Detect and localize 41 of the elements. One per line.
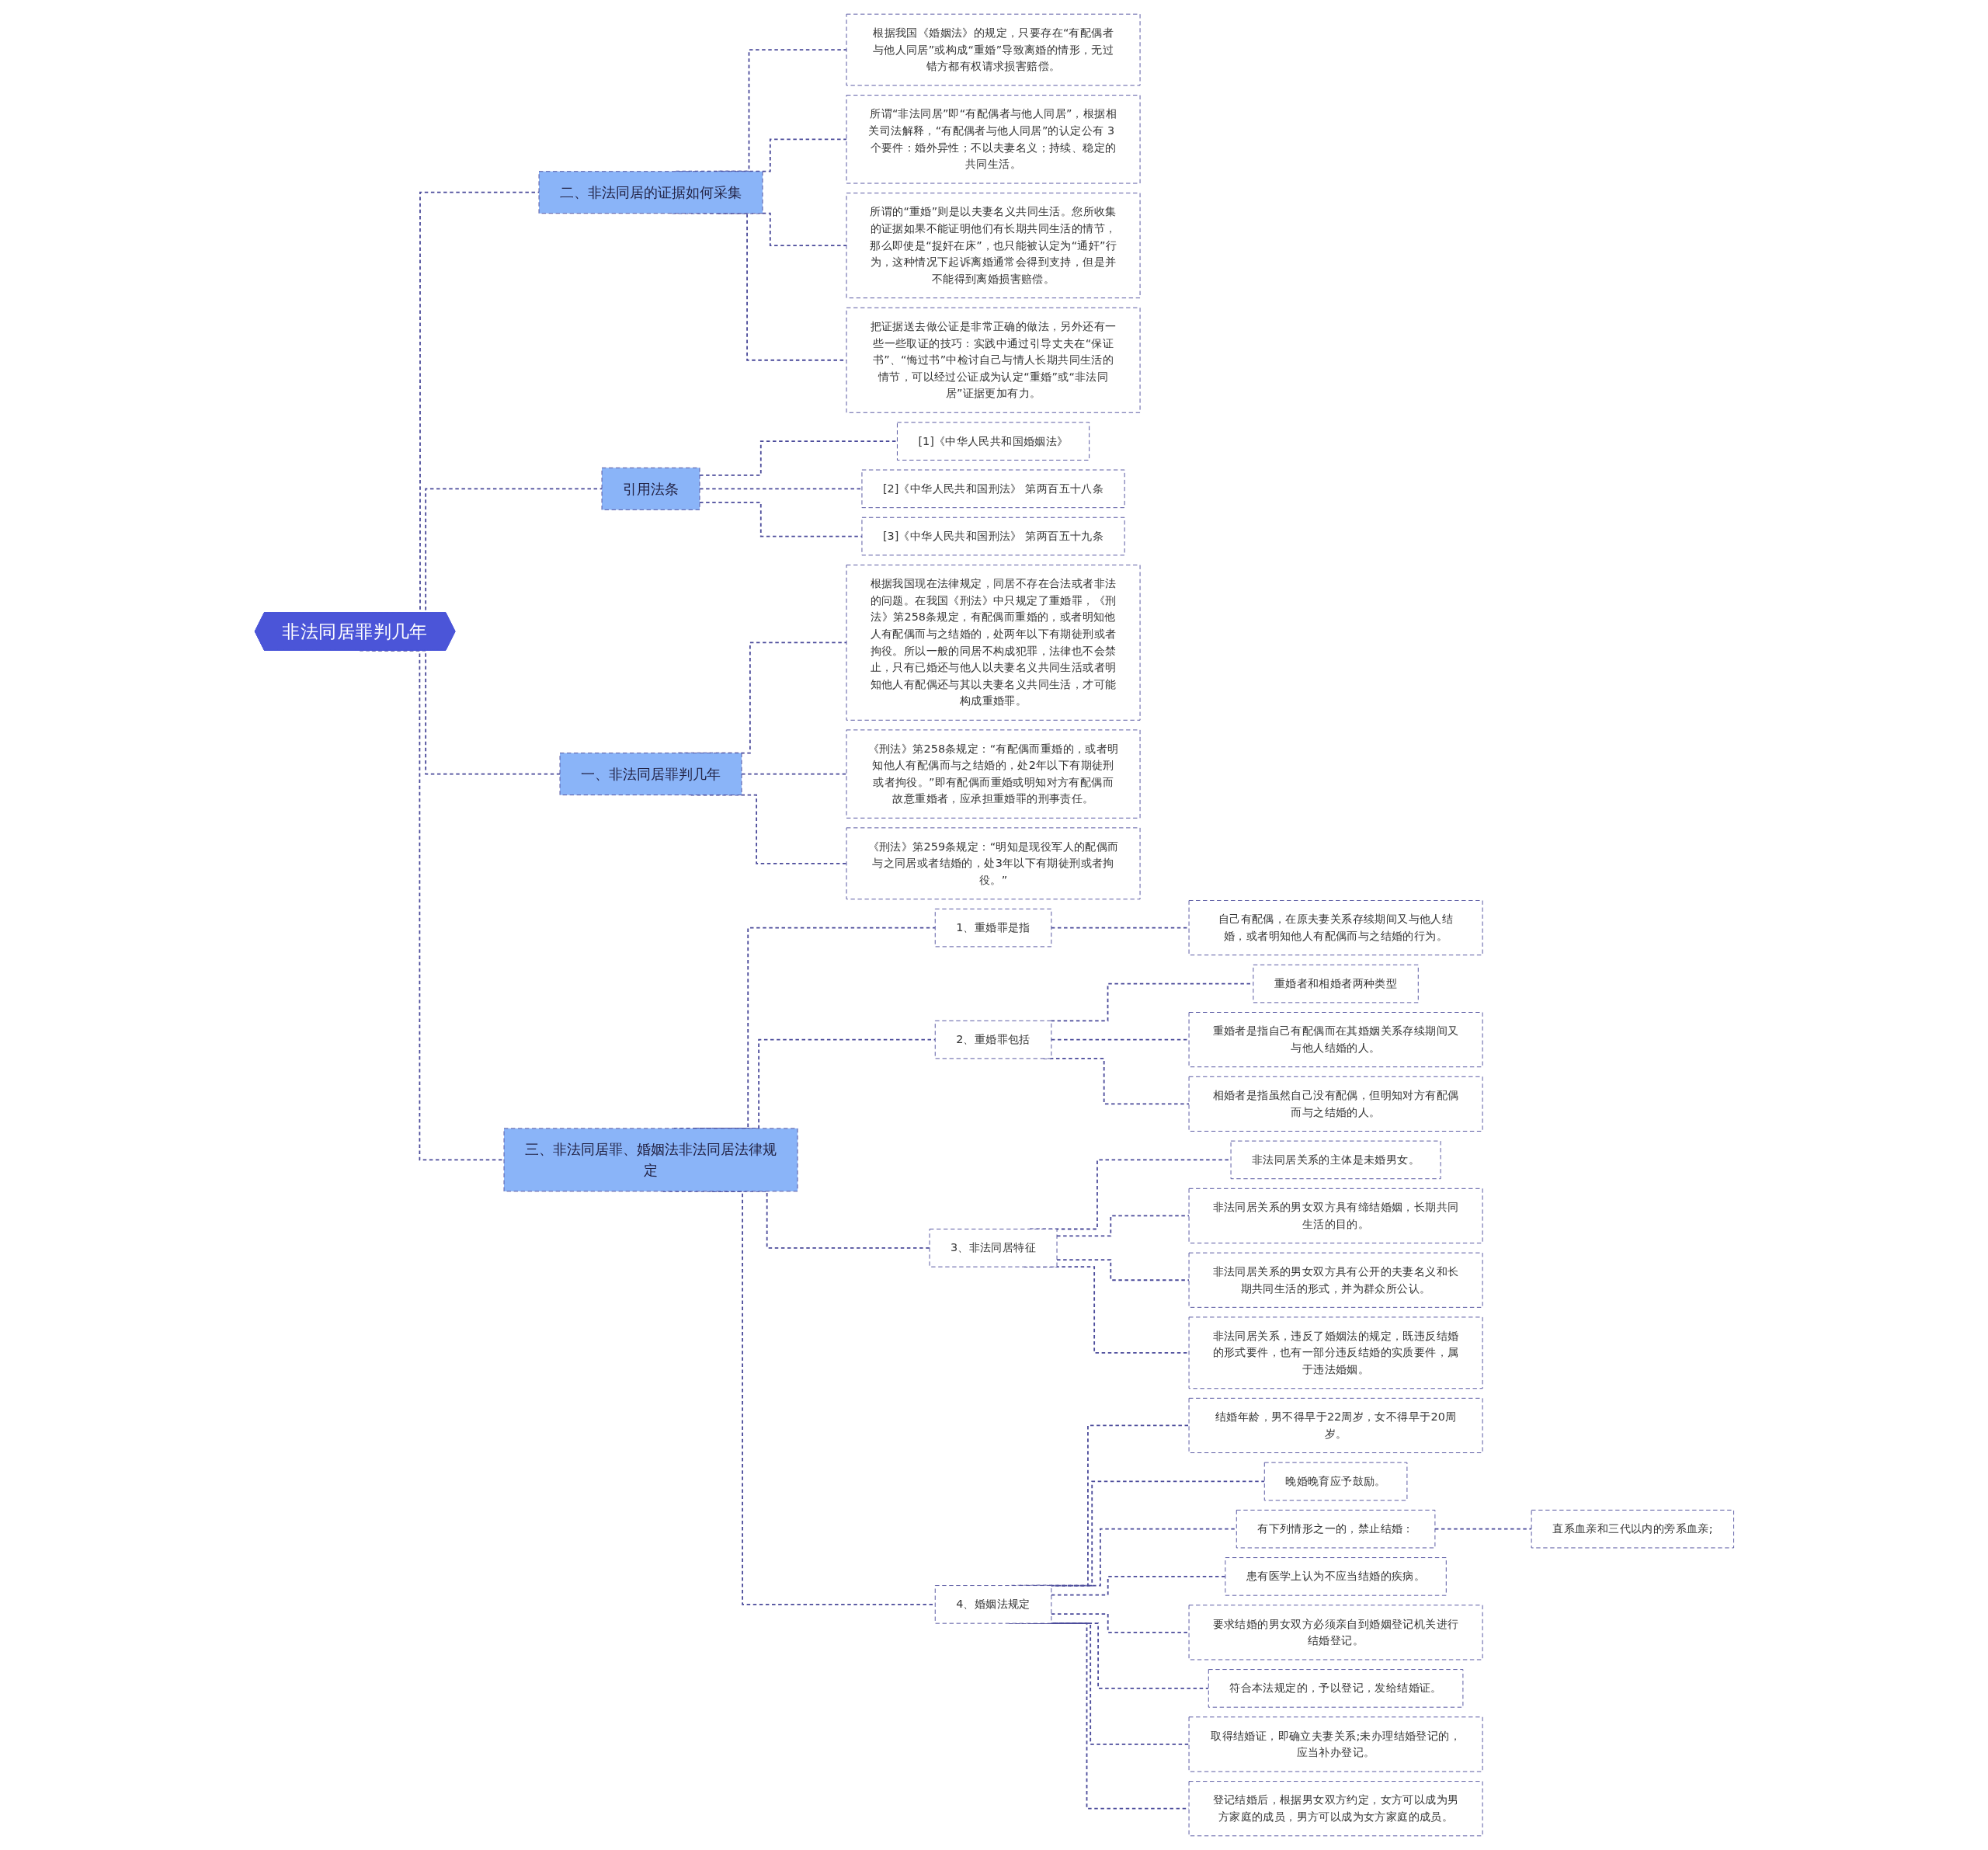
- node-box: 所谓“非法同居”即“有配偶者与他人同居”，根据相关司法解释，“有配偶者与他人同居”的认定公有 3 个要件：婚外异性；不以夫妻名义；持续、稳定的共同生活。: [846, 95, 1141, 184]
- node-box: 根据我国《婚姻法》的规定，只要存在“有配偶者与他人同居”或构成“重婚”导致离婚的情形，无过错方都有权请求损害赔偿。: [846, 13, 1141, 86]
- node-box: 3、非法同居特征: [929, 1229, 1058, 1268]
- node-box: [1]《中华人民共和国婚姻法》: [896, 422, 1090, 461]
- connector: [698, 440, 898, 476]
- node-box: 根据我国现在法律规定，同居不存在合法或者非法的问题。在我国《刑法》中只规定了重婚罪，《刑法》第258条规定，有配偶而重婚的，或者明知他人有配偶而与之结婚的，处两年以下有期徒刑或者拘役。所以一般的同居不构成犯罪，法律也不会禁止，只有已婚还与他人以夫妻名义共同生活或者明知他人有配偶还与其以夫妻名义共同生活，才可能构成重婚罪。: [846, 565, 1141, 721]
- connector: [1050, 1613, 1190, 1633]
- node-box: 一、非法同居罪判几年: [559, 753, 742, 796]
- node-box: 非法同居关系的主体是未婚男女。: [1230, 1140, 1441, 1180]
- node-box: 非法同居关系的男女双方具有缔结婚姻，长期共同生活的目的。: [1188, 1188, 1483, 1243]
- node-box: 非法同居关系的男女双方具有公开的夫妻名义和长期共同生活的形式，并为群众所公认。: [1188, 1252, 1483, 1308]
- node-box: 三、非法同居罪、婚姻法非法同居法律规定: [503, 1128, 798, 1192]
- node-box: 引用法条: [601, 467, 700, 510]
- node-box: 《刑法》第258条规定：“有配偶而重婚的，或者明知他人有配偶而与之结婚的，处2年以下有期徒刑或者拘役。”即有配偶而重婚或明知对方有配偶而故意重婚者，应承担重婚罪的刑事责任。: [846, 729, 1141, 819]
- node-box: 取得结婚证，即确立夫妻关系;未办理结婚登记的，应当补办登记。: [1188, 1716, 1483, 1772]
- node-box: 要求结婚的男女双方必须亲自到婚姻登记机关进行结婚登记。: [1188, 1605, 1483, 1660]
- node-box: 二、非法同居的证据如何采集: [538, 171, 763, 214]
- node-box: 重婚者和相婚者两种类型: [1253, 964, 1419, 1003]
- connector: [1434, 1528, 1532, 1530]
- node-box: 登记结婚后，根据男女双方约定，女方可以成为男方家庭的成员，男方可以成为女方家庭的成员。: [1188, 1781, 1483, 1837]
- connector: [1050, 1575, 1226, 1596]
- node-box: [3]《中华人民共和国刑法》 第两百五十九条: [861, 516, 1125, 556]
- node-box: 直系血亲和三代以内的旁系血亲;: [1531, 1509, 1734, 1549]
- node-box: 《刑法》第259条规定：“明知是现役军人的配偶而与之同居或者结婚的，处3年以下有期徒刑或者拘役。”: [846, 827, 1141, 900]
- connector: [740, 773, 847, 775]
- node-box: 相婚者是指虽然自己没有配偶，但明知对方有配偶而与之结婚的人。: [1188, 1076, 1483, 1132]
- node-box: 非法同居关系，违反了婚姻法的规定，既违反结婚的形式要件，也有一部分违反结婚的实质要件，属于违法婚姻。: [1188, 1316, 1483, 1389]
- node-box: 4、婚姻法规定: [934, 1585, 1051, 1624]
- node-box: 有下列情形之一的，禁止结婚：: [1236, 1509, 1435, 1549]
- connector: [698, 488, 863, 490]
- node-box: 重婚者是指自己有配偶而在其婚姻关系存续期间又与他人结婚的人。: [1188, 1012, 1483, 1068]
- node-box: 把证据送去做公证是非常正确的做法，另外还有一些一些取证的技巧：实践中通过引导丈夫在“保证书”、“悔过书”中检讨自己与情人长期共同生活的情节，可以经过公证成为认定“重婚”或“非法同居”证据更加有力。: [846, 307, 1141, 413]
- node-box: [2]《中华人民共和国刑法》 第两百五十八条: [861, 469, 1125, 509]
- node-box: 晚婚晚育应予鼓励。: [1263, 1462, 1407, 1501]
- node-box: 符合本法规定的，予以登记，发给结婚证。: [1208, 1669, 1463, 1708]
- node-box: 结婚年龄，男不得早于22周岁，女不得早于20周岁。: [1188, 1397, 1483, 1453]
- node-box: 1、重婚罪是指: [934, 908, 1051, 948]
- node-box: 患有医学上认为不应当结婚的疾病。: [1225, 1557, 1447, 1596]
- node-box: 2、重婚罪包括: [934, 1020, 1051, 1059]
- node-box: 自己有配偶，在原夫妻关系存续期间又与他人结婚，或者明知他人有配偶而与之结婚的行为。: [1188, 900, 1483, 956]
- node-box: 所谓的“重婚”则是以夫妻名义共同生活。您所收集的证据如果不能证明他们有长期共同生活的情节，那么即使是“捉奸在床”，也只能被认定为“通奸”行为，这种情况下起诉离婚通常会得到支持，但是并不能得到离婚损害赔偿。: [846, 193, 1141, 299]
